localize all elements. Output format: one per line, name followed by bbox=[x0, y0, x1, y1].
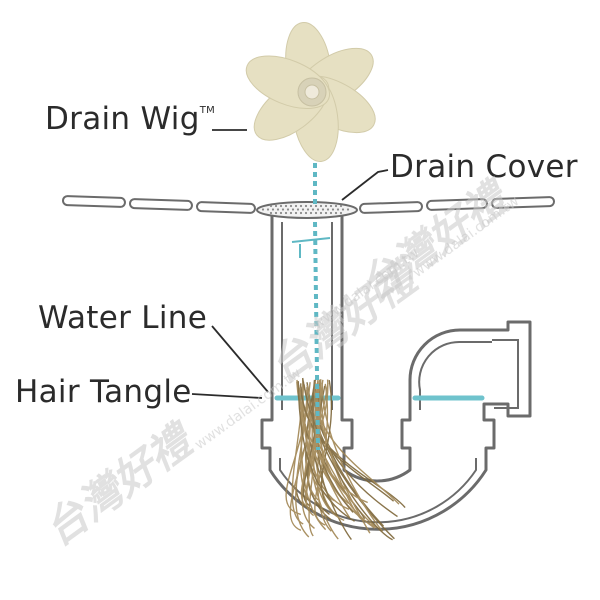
grate-hole bbox=[289, 204, 293, 208]
grate-hole bbox=[279, 204, 283, 208]
grate-hole bbox=[274, 204, 278, 208]
drain-cover-label: Drain Cover bbox=[390, 149, 578, 185]
grate-hole bbox=[291, 208, 295, 211]
grate-hole bbox=[346, 208, 350, 211]
hair-strand bbox=[297, 381, 355, 522]
grate-hole bbox=[294, 211, 298, 215]
trademark-mark: TM bbox=[199, 105, 216, 116]
grate-hole bbox=[334, 204, 338, 208]
hair-strand bbox=[314, 383, 329, 526]
grate-hole bbox=[284, 204, 288, 208]
grate-hole bbox=[284, 211, 288, 215]
grate-hole bbox=[269, 211, 273, 215]
grate-hole bbox=[319, 211, 323, 215]
grate-hole bbox=[286, 208, 290, 211]
grate-hole bbox=[331, 208, 335, 211]
grate-hole bbox=[296, 208, 300, 211]
water-line-label: Water Line bbox=[38, 300, 208, 336]
drain-wig-chain bbox=[291, 100, 331, 451]
hair-strand bbox=[315, 379, 376, 529]
grate-hole bbox=[314, 211, 318, 215]
grate-hole bbox=[326, 208, 330, 211]
grate-hole bbox=[314, 204, 318, 208]
grate-hole bbox=[324, 211, 328, 215]
label-leader-lines bbox=[191, 129, 389, 399]
grate-hole bbox=[274, 211, 278, 215]
grate-hole bbox=[329, 204, 333, 208]
grate-hole bbox=[324, 204, 328, 208]
hair-strand bbox=[297, 382, 339, 540]
grate-hole bbox=[261, 208, 265, 211]
hair-tangle-label: Hair Tangle bbox=[15, 374, 192, 410]
grate-hole bbox=[309, 204, 313, 208]
drain-cover bbox=[256, 201, 358, 219]
grate-hole bbox=[339, 211, 343, 215]
grate-hole bbox=[319, 204, 323, 208]
grate-hole bbox=[341, 208, 345, 211]
grate-hole bbox=[329, 211, 333, 215]
hair-strand bbox=[300, 386, 395, 502]
grate-hole bbox=[299, 211, 303, 215]
grate-hole bbox=[301, 208, 305, 211]
grate-hole bbox=[266, 208, 270, 211]
grate-hole bbox=[299, 204, 303, 208]
hair-tangle bbox=[285, 377, 406, 541]
sink-floor-line bbox=[61, 195, 556, 214]
grate-hole bbox=[271, 208, 275, 211]
grate-hole bbox=[281, 208, 285, 211]
grate-hole bbox=[316, 208, 320, 211]
grate-hole bbox=[279, 211, 283, 215]
drain-wig-label: Drain WigTM bbox=[45, 101, 216, 137]
grate-hole bbox=[304, 204, 308, 208]
grate-hole bbox=[294, 204, 298, 208]
grate-hole bbox=[269, 204, 273, 208]
grate-hole bbox=[289, 211, 293, 215]
hair-strand bbox=[300, 382, 329, 510]
grate-hole bbox=[309, 211, 313, 215]
grate-hole bbox=[334, 211, 338, 215]
grate-hole bbox=[306, 208, 310, 211]
grate-hole bbox=[336, 208, 340, 211]
hair-strand bbox=[302, 377, 393, 541]
grate-hole bbox=[321, 208, 325, 211]
grate-hole bbox=[276, 208, 280, 211]
grate-hole bbox=[339, 204, 343, 208]
drain-wig-flower bbox=[245, 22, 376, 162]
grate-hole bbox=[304, 211, 308, 215]
grate-hole bbox=[311, 208, 315, 211]
